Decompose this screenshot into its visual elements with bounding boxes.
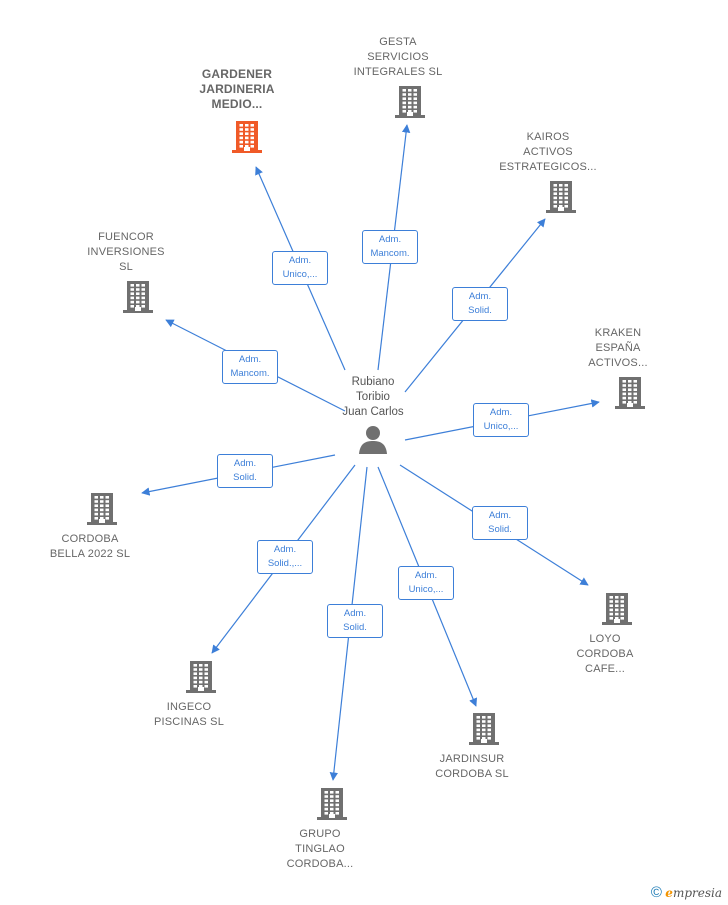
building-icon [602, 593, 632, 625]
building-icon [123, 281, 153, 313]
company-name: GESTA SERVICIOS INTEGRALES SL [353, 36, 443, 78]
role-badge-kraken[interactable]: Adm. Unico,... [473, 403, 529, 437]
person-icon [359, 426, 387, 454]
role-badge-fuencor[interactable]: Adm. Mancom. [222, 350, 278, 384]
building-icon [615, 377, 645, 409]
company-name: CORDOBA BELLA 2022 SL [49, 533, 131, 560]
company-name: JARDINSUR CORDOBA SL [435, 753, 509, 780]
company-node-kairos[interactable]: KAIROS ACTIVOS ESTRATEGICOS... [488, 130, 608, 175]
company-name: INGECO PISCINAS SL [153, 701, 225, 728]
company-node-grupo-tinglao[interactable]: GRUPO TINGLAO CORDOBA... [260, 827, 380, 872]
building-icon [317, 788, 347, 820]
company-node-loyo[interactable]: LOYO CORDOBA CAFE... [545, 632, 665, 677]
company-name: GRUPO TINGLAO CORDOBA... [286, 828, 354, 870]
role-badge-loyo[interactable]: Adm. Solid. [472, 506, 528, 540]
company-name: KRAKEN ESPAÑA ACTIVOS... [588, 327, 648, 369]
company-name: LOYO CORDOBA CAFE... [576, 633, 634, 675]
building-icon [395, 86, 425, 118]
company-node-gardener[interactable]: GARDENER JARDINERIA MEDIO... [177, 67, 297, 112]
role-badge-cordoba-bella[interactable]: Adm. Solid. [217, 454, 273, 488]
building-icon [87, 493, 117, 525]
building-icon [186, 661, 216, 693]
building-icon [546, 181, 576, 213]
building-icon [232, 121, 262, 153]
company-node-fuencor[interactable]: FUENCOR INVERSIONES SL [66, 230, 186, 275]
company-node-kraken[interactable]: KRAKEN ESPAÑA ACTIVOS... [558, 326, 678, 371]
role-badge-gesta[interactable]: Adm. Mancom. [362, 230, 418, 264]
company-node-cordoba-bella[interactable]: CORDOBA BELLA 2022 SL [30, 532, 150, 562]
role-badge-ingeco[interactable]: Adm. Solid.,... [257, 540, 313, 574]
role-badge-kairos[interactable]: Adm. Solid. [452, 287, 508, 321]
company-name: FUENCOR INVERSIONES SL [87, 231, 165, 273]
company-node-gesta[interactable]: GESTA SERVICIOS INTEGRALES SL [338, 35, 458, 80]
company-node-ingeco[interactable]: INGECO PISCINAS SL [129, 700, 249, 730]
company-node-jardinsur[interactable]: JARDINSUR CORDOBA SL [412, 752, 532, 782]
brand-watermark: © empresia [650, 884, 722, 901]
person-name: Rubiano Toribio Juan Carlos [342, 376, 404, 418]
role-badge-gardener[interactable]: Adm. Unico,... [272, 251, 328, 285]
company-name: KAIROS ACTIVOS ESTRATEGICOS... [499, 131, 597, 173]
person-node[interactable]: Rubiano Toribio Juan Carlos [330, 375, 416, 454]
building-icon [469, 713, 499, 745]
company-name: GARDENER JARDINERIA MEDIO... [199, 67, 275, 111]
role-badge-grupo-tinglao[interactable]: Adm. Solid. [327, 604, 383, 638]
role-badge-jardinsur[interactable]: Adm. Unico,... [398, 566, 454, 600]
